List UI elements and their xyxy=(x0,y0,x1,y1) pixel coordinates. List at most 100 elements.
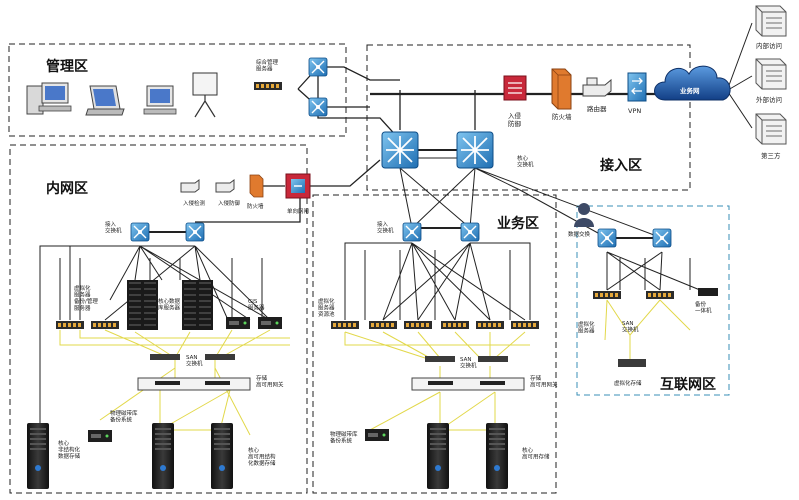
label-intrusion-defense: 入侵防御 xyxy=(218,199,241,207)
business-virt-server-6-icon xyxy=(511,321,539,329)
vpn-device-icon xyxy=(627,72,647,102)
label-core-storage-intranet: 核心非结构化数据存储 xyxy=(58,439,81,460)
ips-device-icon xyxy=(503,75,527,101)
label-storage-gateway-intranet: 存储高可用网关 xyxy=(256,374,284,389)
label-tape-business: 物理磁带库备份系统 xyxy=(330,430,358,445)
internet-virt-storage-icon xyxy=(618,359,646,367)
business-net-cloud-icon xyxy=(654,65,731,101)
label-vpn: VPN xyxy=(628,107,641,115)
external-access-server-icon xyxy=(755,58,787,90)
business-access-switch-2-icon xyxy=(460,222,480,242)
third-party-server-icon xyxy=(755,113,787,145)
label-data-exchange: 数据交换 xyxy=(568,230,591,238)
business-core-storage-tower-1-icon xyxy=(427,423,449,489)
label-firewall2: 防火墙 xyxy=(247,202,264,210)
label-core-switch: 核心交换机 xyxy=(517,154,534,169)
intranet-san-switch-icon xyxy=(150,354,235,360)
internet-virt-server-2-icon xyxy=(646,291,674,299)
zone-title-intranet: 内网区 xyxy=(46,180,88,197)
mgmt-server-icon xyxy=(254,82,282,90)
intranet-core-storage-tower-3-icon xyxy=(211,423,233,489)
label-virt-storage-internet: 虚拟化存储 xyxy=(614,379,642,387)
label-ips: 入侵防御 xyxy=(508,111,522,128)
label-access-switch-business: 接入交换机 xyxy=(377,220,394,235)
core-switch-2-icon xyxy=(456,131,494,169)
backup-all-in-one-icon xyxy=(698,288,718,296)
business-access-switch-1-icon xyxy=(402,222,422,242)
label-storage-gateway-business: 存储高可用网关 xyxy=(530,374,558,389)
label-internal-access: 内部访问 xyxy=(756,41,782,50)
core-db-rack-1-icon xyxy=(126,279,144,331)
internal-access-server-icon xyxy=(755,5,787,37)
core-db-rack-2-icon xyxy=(141,279,159,331)
label-core-storage-business: 核心高可用存储 xyxy=(522,446,550,461)
business-storage-gateway-icon xyxy=(411,377,525,391)
internet-zone-border xyxy=(576,205,730,396)
internet-virt-server-1-icon xyxy=(593,291,621,299)
label-core-storage2-intranet: 核心高可用结构化数据存储 xyxy=(248,446,276,467)
intranet-access-switch-2-icon xyxy=(185,222,205,242)
intranet-core-storage-tower-2-icon xyxy=(152,423,174,489)
intrusion-detect-device-icon xyxy=(180,179,200,193)
label-third-party: 第三方 xyxy=(761,151,781,160)
core-db-rack-3-icon xyxy=(181,279,199,331)
business-tape-library-icon xyxy=(365,429,389,441)
internet-switch-2-icon xyxy=(652,228,672,248)
zone-title-business: 业务区 xyxy=(497,215,539,232)
desktop-pc-icon xyxy=(26,82,72,115)
label-core-db-server: 核心数据库服务器 xyxy=(158,297,181,312)
business-zone-border xyxy=(312,194,557,494)
business-virt-server-4-icon xyxy=(441,321,469,329)
one-way-gate-icon xyxy=(285,173,311,199)
mgmt-switch-1-icon xyxy=(308,57,328,77)
data-exchange-user-icon xyxy=(574,203,594,227)
intranet-core-storage-tower-1-icon xyxy=(27,423,49,489)
label-firewall: 防火墙 xyxy=(552,112,572,121)
intranet-access-switch-1-icon xyxy=(130,222,150,242)
intranet-firewall-icon xyxy=(249,174,264,198)
label-external-access: 外部访问 xyxy=(756,95,782,104)
label-virt-server-internet: 虚拟化服务器 xyxy=(578,320,595,335)
router-icon xyxy=(582,77,612,97)
monitor-icon xyxy=(143,85,177,115)
business-core-storage-tower-2-icon xyxy=(486,423,508,489)
label-intrusion-detect: 入侵检测 xyxy=(183,199,206,207)
label-tape-intranet: 物理磁带库备份系统 xyxy=(110,409,138,424)
laptop-icon xyxy=(85,85,125,116)
business-virt-server-1-icon xyxy=(331,321,359,329)
label-mgmt-server: 综合管理服务器 xyxy=(256,58,279,73)
core-db-rack-4-icon xyxy=(196,279,214,331)
label-virt-server-business: 虚拟化服务器资源池 xyxy=(318,297,335,318)
label-all-in-one: 备份一体机 xyxy=(695,300,712,315)
business-virt-server-5-icon xyxy=(476,321,504,329)
gis-server-2-icon xyxy=(258,317,282,329)
intranet-zone-border xyxy=(9,144,308,494)
intranet-storage-gateway-icon xyxy=(137,377,251,391)
label-business-net: 业务网 xyxy=(680,86,700,95)
zone-title-management: 管理区 xyxy=(46,58,88,75)
label-one-way-gate: 单向网闸 xyxy=(287,207,309,215)
zone-title-access: 接入区 xyxy=(600,157,642,174)
business-virt-server-3-icon xyxy=(404,321,432,329)
business-san-switch-icon xyxy=(425,356,508,362)
gis-server-1-icon xyxy=(226,317,250,329)
firewall-icon xyxy=(551,68,572,110)
label-virt-server-intranet: 虚拟化服务器备份/管理服务器 xyxy=(74,284,98,312)
label-router: 路由器 xyxy=(587,104,607,113)
intranet-tape-library-icon xyxy=(88,430,112,442)
core-switch-1-icon xyxy=(381,131,419,169)
projector-screen-icon xyxy=(192,72,218,118)
business-virt-server-2-icon xyxy=(369,321,397,329)
zone-title-internet: 互联网区 xyxy=(660,377,716,393)
mgmt-switch-2-icon xyxy=(308,97,328,117)
label-access-switch-intranet: 接入交换机 xyxy=(105,220,122,235)
internet-switch-1-icon xyxy=(597,228,617,248)
intranet-backup-server-icon xyxy=(91,321,119,329)
intrusion-defense-device-icon xyxy=(215,179,235,193)
intranet-virt-server-icon xyxy=(56,321,84,329)
